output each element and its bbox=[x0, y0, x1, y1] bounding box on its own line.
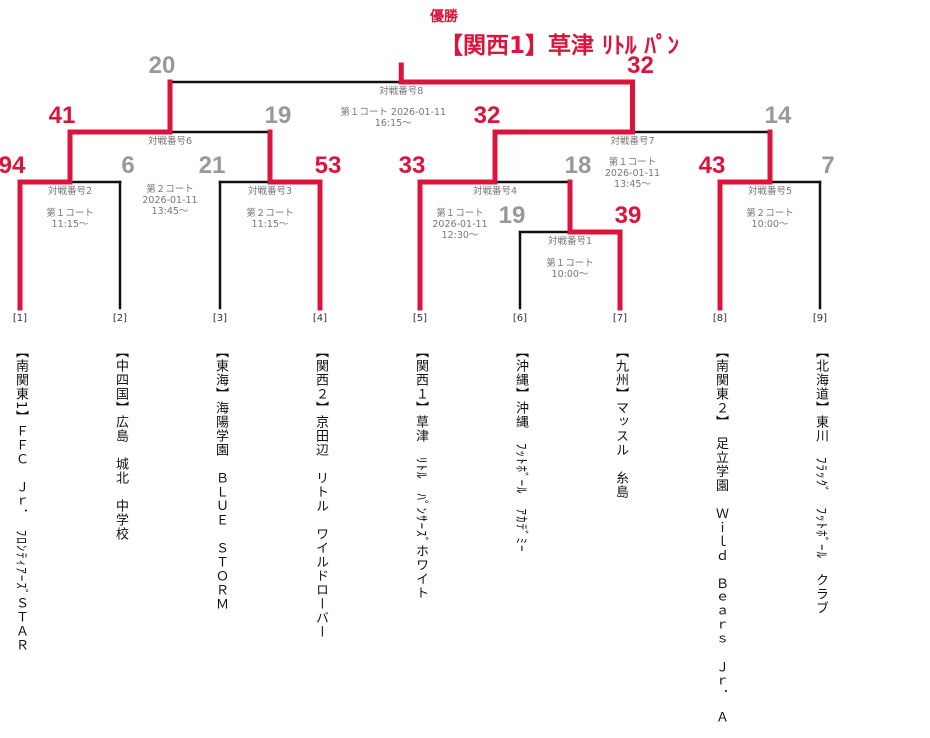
match-court-time: 13:45〜 bbox=[151, 206, 189, 217]
m7-right-score: 14 bbox=[764, 102, 792, 129]
team-name[interactable]: 【中四国】広島 城北 中学校 bbox=[113, 345, 128, 541]
team-name[interactable]: 【関西２】京田辺 リトル ワイルドローバー bbox=[313, 345, 328, 639]
match-court-time: 10:00〜 bbox=[551, 269, 589, 280]
m8-info: 第１コート 2026-01-11 16:15〜 bbox=[333, 107, 453, 129]
m1-right-score: 39 bbox=[614, 202, 642, 229]
match-court-time: 10:00〜 bbox=[751, 219, 789, 230]
m5-match-number: 対戦番号5 bbox=[747, 186, 793, 197]
team-name[interactable]: 【南関東２】 足立学園 Ｗｉｌｄ Ｂｅａｒｓ Ｊｒ． Ａ bbox=[713, 345, 728, 724]
m1-match-number: 対戦番号1 bbox=[547, 236, 593, 247]
m4-match-number: 対戦番号4 bbox=[472, 186, 518, 197]
m6-match-number: 対戦番号6 bbox=[147, 136, 193, 147]
seed-number: [8] bbox=[712, 313, 728, 324]
m3-match-number: 対戦番号3 bbox=[247, 186, 293, 197]
match-court-time: 第１コート bbox=[436, 208, 484, 219]
m6-right-score: 19 bbox=[264, 102, 292, 129]
match-court-time: 第１コート bbox=[546, 258, 594, 269]
seed-number: [9] bbox=[812, 313, 828, 324]
match-court-time: 11:15〜 bbox=[51, 219, 89, 230]
match-court-time: 第１コート 2026-01-11 16:15〜 bbox=[340, 107, 447, 129]
m5-left-score: 43 bbox=[698, 152, 726, 179]
match-court-time: 11:15〜 bbox=[251, 219, 289, 230]
match-court-time: 第２コート bbox=[246, 208, 294, 219]
m2-match-number: 対戦番号2 bbox=[47, 186, 93, 197]
seed-number: [3] bbox=[212, 313, 228, 324]
team-name[interactable]: 【東海】海陽学園 ＢＬＵＥ ＳＴＯＲＭ bbox=[213, 345, 228, 611]
m4-right-score: 18 bbox=[564, 152, 592, 179]
m8-right-score: 32 bbox=[627, 52, 654, 79]
team-name[interactable]: 【関西１】草津 ﾘﾄﾙ ﾊﾟﾝｻｰｽﾞホワイト bbox=[413, 345, 428, 600]
champion-label: 優勝 bbox=[430, 9, 458, 25]
match-court-time: 第２コート bbox=[146, 184, 194, 195]
match-court-time: 第２コート bbox=[746, 208, 794, 219]
m3-left-score: 21 bbox=[198, 152, 226, 179]
team-name[interactable]: 【南関東1】ＦＦＣ Ｊｒ． ﾌﾛﾝﾃｨｱｰｽﾞＳＴＡＲ bbox=[13, 345, 28, 653]
m4-left-score: 33 bbox=[398, 152, 426, 179]
m7-left-score: 32 bbox=[473, 102, 501, 129]
m1-left-score: 19 bbox=[498, 202, 526, 229]
seed-number: [5] bbox=[412, 313, 428, 324]
seed-number: [1] bbox=[12, 313, 28, 324]
m7-match-number: 対戦番号7 bbox=[610, 136, 655, 147]
match-court-time: 12:30〜 bbox=[441, 230, 479, 241]
match-court-time: 2026-01-11 bbox=[142, 195, 198, 206]
team-name[interactable]: 【九州】マッスル 糸島 bbox=[613, 345, 628, 499]
match-court-time: 第１コート bbox=[46, 208, 94, 219]
team-name[interactable]: 【沖縄】沖縄 ﾌｯﾄﾎﾞｰﾙ ｱｶﾃﾞﾐｰ bbox=[513, 345, 528, 553]
m3-right-score: 53 bbox=[314, 152, 342, 179]
match-court-time: 第１コート 2026-01-11 13:45〜 bbox=[604, 157, 661, 190]
champion-name: 【関西1】草津 ﾘﾄﾙ ﾊﾟﾝ bbox=[440, 33, 680, 59]
m2-left-score: 94 bbox=[0, 152, 26, 179]
match-court-time: 2026-01-11 bbox=[432, 219, 488, 230]
m7-info: 第１コート 2026-01-11 13:45〜 bbox=[598, 157, 668, 190]
seed-number: [6] bbox=[512, 313, 528, 324]
m6-left-score: 41 bbox=[48, 102, 76, 129]
m5-right-score: 7 bbox=[821, 152, 835, 179]
m8-match-number: 対戦番号8 bbox=[379, 86, 424, 97]
seed-number: [7] bbox=[612, 313, 628, 324]
seed-number: [4] bbox=[312, 313, 328, 324]
seed-number: [2] bbox=[112, 313, 128, 324]
m2-right-score: 6 bbox=[121, 152, 135, 179]
team-name[interactable]: 【北海道】東川 ﾌﾗｯｸﾞ ﾌｯﾄﾎﾞｰﾙ クラブ bbox=[813, 345, 828, 615]
m8-left-score: 20 bbox=[148, 52, 176, 79]
